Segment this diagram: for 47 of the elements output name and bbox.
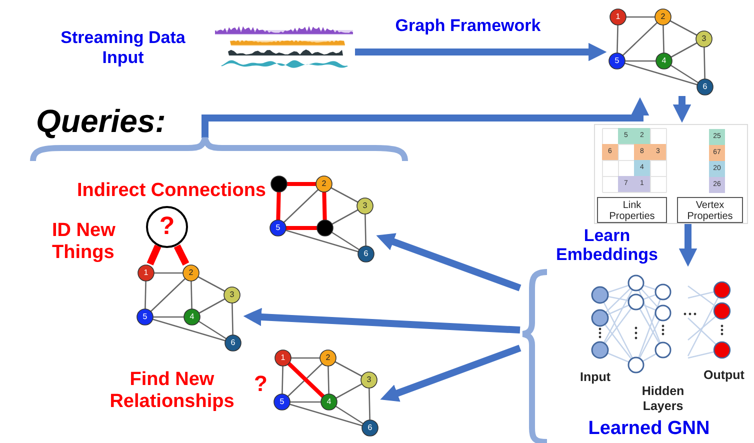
vertex-number: 3 — [700, 34, 708, 44]
connector-line — [174, 244, 190, 266]
vertex-number: 3 — [366, 375, 372, 385]
arrow — [380, 344, 522, 402]
vertex-number: 6 — [362, 249, 370, 259]
arrow — [355, 42, 607, 62]
vertex-number: 5 — [142, 312, 148, 322]
vertex-number: 2 — [660, 12, 666, 22]
diagram-label: Learned GNN — [587, 418, 711, 440]
vertex-number: 4 — [326, 397, 332, 407]
query-label: Find New Relationships — [108, 369, 236, 413]
vertex-number: 4 — [660, 56, 668, 66]
arrow — [678, 224, 698, 267]
layer-label: Hidden Layers — [640, 384, 686, 414]
vertex-number: 5 — [278, 397, 286, 407]
arrow — [202, 97, 650, 138]
vertex-number: 2 — [188, 268, 194, 278]
vertex-number: 6 — [702, 82, 708, 92]
vertex-number: 5 — [274, 223, 282, 233]
vertex-number: 5 — [614, 56, 620, 66]
layer-label: Output — [702, 368, 746, 383]
vertex-number: 2 — [324, 353, 332, 363]
vertex-number: 3 — [362, 201, 368, 211]
vertex-number: 2 — [320, 179, 328, 189]
heading: Queries: — [36, 102, 166, 140]
arrow — [376, 233, 522, 292]
arrow-label: Learn Embeddings — [554, 226, 659, 264]
layer-label: Input — [580, 370, 612, 385]
query-label: ID New Things — [52, 220, 116, 264]
connector-line — [146, 244, 162, 266]
vertex-number: 3 — [228, 290, 236, 300]
arrow-label: Graph Framework — [394, 16, 542, 35]
vertex-number: 1 — [614, 12, 622, 22]
caption-box: Vertex Properties — [677, 197, 743, 223]
arrow — [672, 96, 692, 123]
vertex-number: 6 — [366, 423, 374, 433]
question-circle: ? — [146, 206, 188, 248]
query-label: Indirect Connections — [76, 180, 266, 202]
question-mark: ? — [254, 372, 268, 396]
input-label: Streaming Data Input — [60, 28, 186, 68]
caption-box: Link Properties — [597, 197, 667, 223]
vertex-number: 1 — [280, 353, 286, 363]
arrow — [243, 308, 520, 334]
vertex-number: 1 — [142, 268, 150, 278]
vertex-number: 4 — [188, 312, 196, 322]
table-panel — [594, 124, 748, 224]
vertex-number: 6 — [230, 338, 236, 348]
